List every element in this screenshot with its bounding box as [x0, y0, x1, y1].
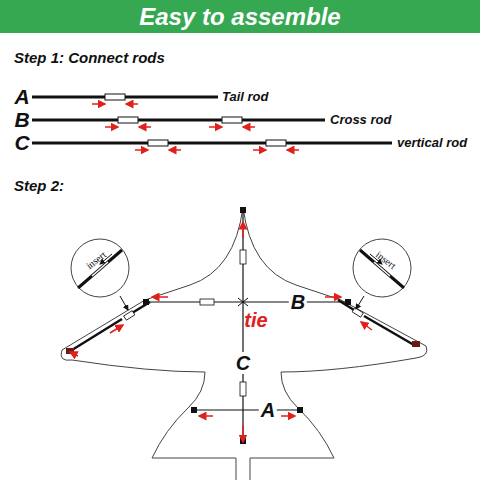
tie-knot [238, 298, 248, 306]
wing-rods [72, 300, 414, 350]
rod-letter: A [259, 399, 277, 421]
rod-name: Cross rod [330, 113, 391, 127]
kite-rods [146, 212, 348, 444]
rod-letter: B [14, 108, 29, 131]
kite-arrows [70, 222, 372, 442]
rods [32, 97, 392, 143]
rod-name: Tail rod [222, 90, 268, 104]
rod-letter: C [14, 131, 29, 154]
rod-name: vertical rod [397, 136, 467, 150]
header-title: Easy to assemble [0, 0, 480, 33]
rod-letter: C [234, 352, 252, 374]
header-bar [0, 0, 480, 33]
tie-label: tie [244, 309, 267, 331]
rod-letter: A [14, 85, 29, 108]
red-arrows [92, 104, 299, 150]
step-heading: Step 1: Connect rods [14, 50, 165, 67]
step-heading: Step 2: [14, 178, 64, 195]
kite-outline [61, 207, 427, 480]
joint-sleeves [124, 250, 364, 396]
rod-letter: B [289, 291, 307, 313]
insert-callouts [71, 239, 411, 310]
rod-caps [66, 207, 420, 444]
